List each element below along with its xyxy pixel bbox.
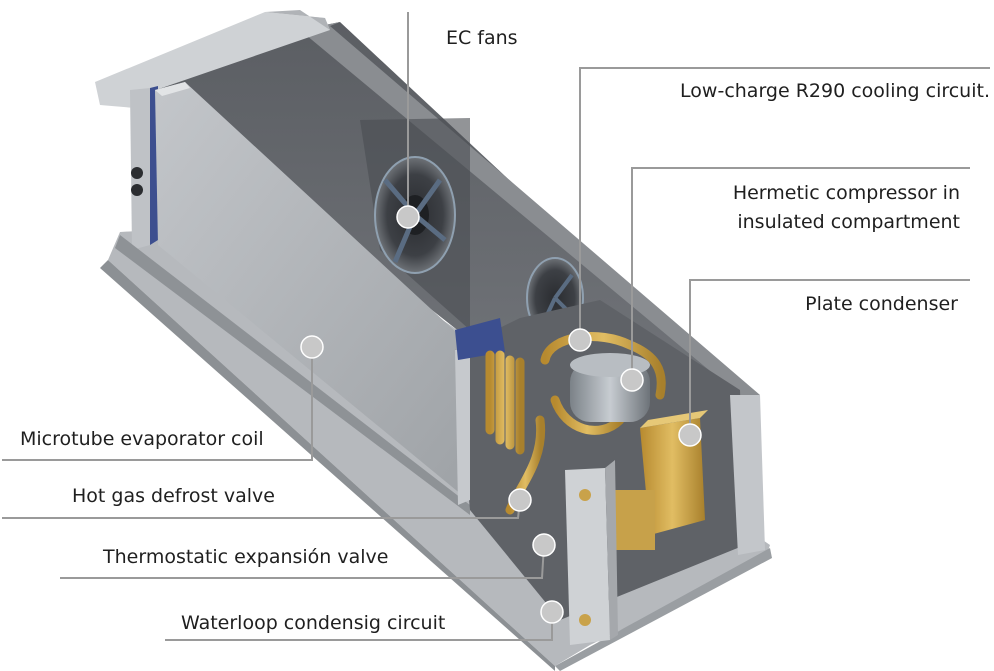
marker-defrost-valve (508, 488, 532, 512)
label-evaporator: Microtube evaporator coil (20, 428, 264, 450)
evaporator-coil-panel (115, 82, 470, 515)
machine-compartment (455, 300, 765, 620)
leader-cooling-circuit (579, 67, 990, 340)
side-ports (131, 167, 143, 196)
marker-evaporator (300, 335, 324, 359)
label-waterloop: Waterloop condensig circuit (181, 612, 446, 634)
label-compressor-line2: insulated compartment (737, 211, 960, 233)
marker-cooling-circuit (568, 328, 592, 352)
marker-expansion-valve (532, 533, 556, 557)
leader-evaporator (2, 348, 313, 461)
label-compressor-line1: Hermetic compressor in (732, 182, 960, 204)
marker-compressor (620, 368, 644, 392)
label-defrost-valve: Hot gas defrost valve (72, 485, 275, 507)
marker-ec-fans (396, 205, 420, 229)
leader-plate-condenser (689, 279, 970, 435)
leader-compressor (631, 167, 970, 380)
marker-plate-condenser (678, 423, 702, 447)
plate-condenser-icon (615, 410, 708, 550)
label-ec-fans: EC fans (446, 27, 518, 49)
marker-waterloop (540, 600, 564, 624)
cooling-circuit-piping (485, 332, 666, 515)
label-cooling-circuit: Low-charge R290 cooling circuit. (680, 80, 990, 102)
label-expansion-valve: Thermostatic expansión valve (103, 546, 389, 568)
marker-dots (300, 205, 702, 624)
label-plate-condenser: Plate condenser (805, 293, 958, 315)
front-frame-post (565, 460, 618, 645)
